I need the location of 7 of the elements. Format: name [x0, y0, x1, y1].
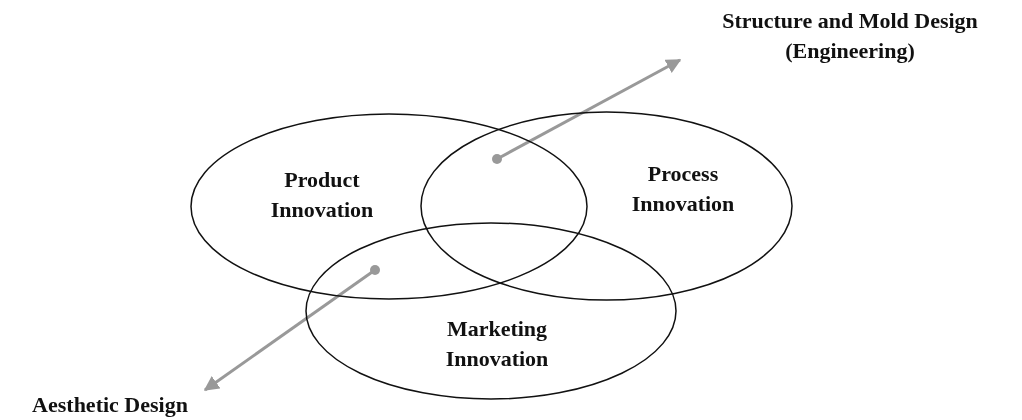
ellipse-label: Process Innovation [630, 160, 736, 218]
ellipse-label: Marketing Innovation [444, 315, 550, 373]
leader-label: Aesthetic Design [0, 390, 220, 420]
leader-dot [492, 154, 502, 164]
leader-dot [370, 265, 380, 275]
leader-label: Structure and Mold Design (Engineering) [680, 6, 1020, 66]
ellipse-label: Product Innovation [269, 166, 375, 224]
